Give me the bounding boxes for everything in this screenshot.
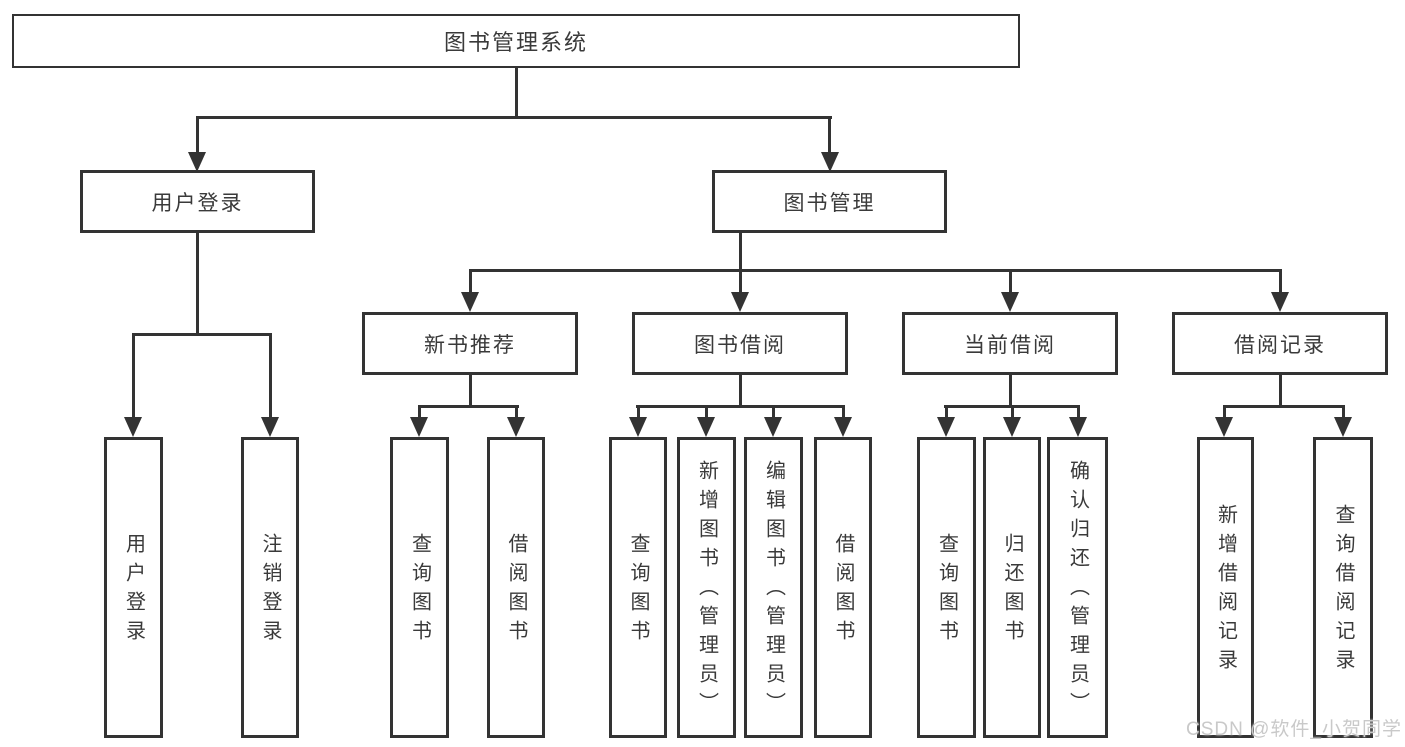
arrow-down	[764, 417, 782, 437]
arrow-down-book-borrow	[731, 292, 749, 312]
connector-shaft	[772, 407, 775, 419]
node-new-book-recommend: 新书推荐	[362, 312, 578, 375]
arrow-down	[507, 417, 525, 437]
arrow-down	[629, 417, 647, 437]
arrow-down	[1003, 417, 1021, 437]
connector-new-book-stub	[469, 375, 472, 408]
connector-shaft-current-borrow	[1009, 271, 1012, 294]
connector-book-borrow-stub	[739, 375, 742, 408]
connector-user-login-branch	[132, 333, 272, 336]
connector-user-login-stub	[196, 233, 199, 335]
arrow-down	[937, 417, 955, 437]
node-current-borrow: 当前借阅	[902, 312, 1118, 375]
connector-shaft	[705, 407, 708, 419]
arrow-down-new-book	[461, 292, 479, 312]
leaf-borrow-books: 借阅图书	[814, 437, 872, 738]
connector-current-borrow-branch	[944, 405, 1080, 408]
leaf-confirm-return-admin: 确认归还（管理员）	[1047, 437, 1108, 738]
leaf-query-books-current: 查询图书	[917, 437, 976, 738]
connector-shaft-new-book	[469, 271, 472, 294]
arrow-down	[410, 417, 428, 437]
node-book-borrow: 图书借阅	[632, 312, 848, 375]
connector-shaft-book-borrow	[739, 271, 742, 294]
connector-new-book-branch	[418, 405, 519, 408]
leaf-borrow-books-recommend: 借阅图书	[487, 437, 545, 738]
connector-book-borrow-branch	[636, 405, 845, 408]
leaf-return-books: 归还图书	[983, 437, 1041, 738]
arrow-down	[1215, 417, 1233, 437]
leaf-add-books-admin: 新增图书（管理员）	[677, 437, 736, 738]
leaf-query-books-recommend: 查询图书	[390, 437, 449, 738]
arrow-down-leaf-login	[124, 417, 142, 437]
arrow-down-book-management	[821, 152, 839, 172]
connector-shaft	[1077, 407, 1080, 419]
node-user-login: 用户登录	[80, 170, 315, 233]
arrow-down-current-borrow	[1001, 292, 1019, 312]
leaf-add-borrow-record: 新增借阅记录	[1197, 437, 1254, 738]
arrow-down	[834, 417, 852, 437]
arrow-down	[697, 417, 715, 437]
connector-current-borrow-stub	[1009, 375, 1012, 408]
leaf-query-books-borrow: 查询图书	[609, 437, 667, 738]
connector-root-stub	[515, 68, 518, 118]
node-library-management-system: 图书管理系统	[12, 14, 1020, 68]
leaf-edit-books-admin: 编辑图书（管理员）	[744, 437, 803, 738]
arrow-down-leaf-logout	[261, 417, 279, 437]
leaf-query-borrow-record: 查询借阅记录	[1313, 437, 1373, 738]
connector-borrow-records-branch	[1223, 405, 1345, 408]
arrow-down	[1334, 417, 1352, 437]
arrow-down-borrow-records	[1271, 292, 1289, 312]
connector-level3-branch	[469, 269, 1282, 272]
csdn-watermark: CSDN @软件_小贺同学	[1186, 719, 1402, 740]
node-book-management: 图书管理	[712, 170, 947, 233]
connector-shaft	[418, 407, 421, 419]
arrow-down-user-login	[188, 152, 206, 172]
connector-shaft-book-management	[828, 119, 831, 154]
leaf-logout: 注销登录	[241, 437, 299, 738]
connector-shaft-user-login	[196, 119, 199, 154]
connector-shaft	[1011, 407, 1014, 419]
node-borrow-records: 借阅记录	[1172, 312, 1388, 375]
connector-shaft-borrow-records	[1279, 271, 1282, 294]
connector-shaft	[1223, 407, 1226, 419]
connector-shaft-leaf-login	[132, 336, 135, 419]
connector-shaft	[637, 407, 640, 419]
arrow-down	[1069, 417, 1087, 437]
leaf-user-login: 用户登录	[104, 437, 163, 738]
connector-level2-branch	[196, 116, 832, 119]
connector-borrow-records-stub	[1279, 375, 1282, 408]
connector-shaft	[945, 407, 948, 419]
connector-shaft	[1342, 407, 1345, 419]
connector-shaft	[515, 407, 518, 419]
connector-book-management-stub	[739, 233, 742, 271]
connector-shaft	[842, 407, 845, 419]
connector-shaft-leaf-logout	[269, 336, 272, 419]
